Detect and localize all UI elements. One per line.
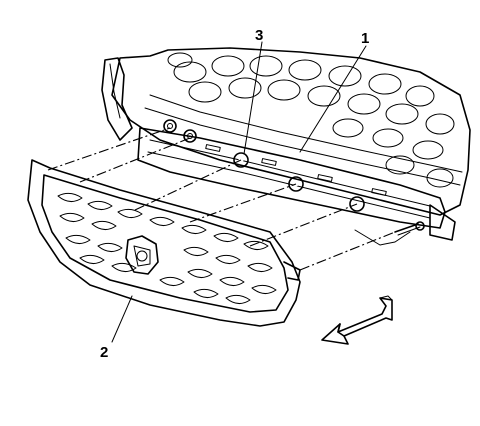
front-direction-arrow-icon [321,295,393,345]
retainer-2 [183,129,197,143]
callout-2: 2 [100,344,108,361]
grille-emblem [125,235,159,275]
retainer-1 [163,119,177,133]
callout-1: 1 [361,30,369,47]
callout-3: 3 [255,27,263,44]
upper-radiator-support [101,47,471,216]
radiator-grille [27,159,301,327]
grille-mounting-bracket [137,127,456,246]
grille-slats [57,192,277,304]
bolt-icon [394,221,425,236]
push-pin-retainer-icon [163,119,365,212]
callout-leaders [111,41,367,343]
alignment-lines [47,127,396,271]
honeycomb-pattern [167,52,455,188]
